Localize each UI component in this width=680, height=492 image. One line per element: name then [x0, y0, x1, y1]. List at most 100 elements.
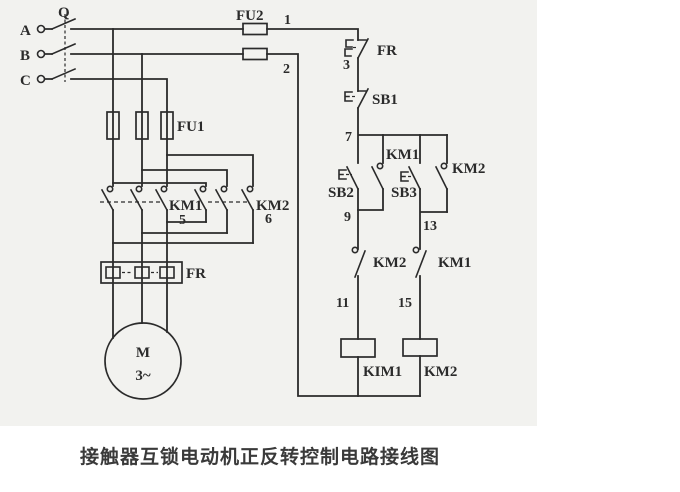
- sb2-forward-button: [338, 165, 360, 191]
- label-km2-aux: KM2: [452, 161, 485, 177]
- phase-c-line: [70, 78, 168, 187]
- km2-aux-contact: [434, 162, 449, 191]
- label-node-11: 11: [336, 296, 349, 311]
- km2-contact-circle: [220, 185, 228, 193]
- km1-aux-circle: [376, 162, 384, 170]
- fr-nc-contact: [344, 37, 370, 60]
- phase-a-line: [70, 28, 359, 41]
- switch-blades: [50, 17, 77, 81]
- terminal-a: [36, 24, 46, 34]
- label-motor-type: 3~: [135, 368, 151, 384]
- sb1-stop-button: [344, 87, 370, 110]
- km2-output-stubs: [205, 209, 254, 244]
- label-switch-q: Q: [58, 5, 70, 21]
- sb2-blade: [345, 165, 360, 191]
- km1-nc-circle: [412, 246, 420, 254]
- label-fr-ctrl: FR: [377, 43, 397, 59]
- phase-b-line-and-wire2: [70, 53, 421, 397]
- label-node-15: 15: [398, 296, 412, 311]
- supply-stubs: [44, 28, 53, 80]
- fr-housing: [100, 261, 183, 284]
- motor-m: [104, 322, 182, 400]
- km1-nc-blade: [414, 249, 428, 279]
- sb3-blade: [407, 165, 422, 191]
- label-node-7: 7: [345, 130, 352, 145]
- fu1-fuse-3: [160, 111, 174, 140]
- sb2-pushbutton-icon: [338, 169, 347, 180]
- label-km2-interlock: KM2: [373, 255, 406, 271]
- label-coil-1: KIM1: [363, 364, 402, 380]
- control-right-rail: [419, 134, 448, 397]
- km2-coil: [402, 338, 438, 357]
- label-km1-aux: KM1: [386, 147, 419, 163]
- terminal-b: [36, 49, 46, 59]
- label-node-13: 13: [423, 219, 437, 234]
- km1-aux-blade: [370, 165, 385, 191]
- control-wires: [357, 57, 448, 397]
- label-km1-interlock: KM1: [438, 255, 471, 271]
- label-fu2: FU2: [236, 8, 264, 24]
- label-node-3: 3: [343, 58, 350, 73]
- label-sb3: SB3: [391, 185, 417, 201]
- fr-heater-3: [159, 266, 175, 279]
- km2-interlock-contact: [351, 246, 367, 279]
- fr-nc-blade: [356, 37, 370, 60]
- phase-drops: [112, 28, 143, 187]
- km1-aux-branch: [357, 134, 384, 211]
- fu2-fuse-1: [242, 22, 268, 36]
- control-left-rail: [357, 57, 448, 397]
- label-phase-c: C: [20, 73, 31, 89]
- label-fr-main: FR: [186, 266, 206, 282]
- fu1-fuse-1: [106, 111, 120, 140]
- km1-contact-circle: [135, 185, 143, 193]
- motor-feed-lines: [112, 209, 168, 339]
- contactor-coils: [340, 338, 438, 358]
- fu2-fuse-2: [242, 47, 268, 61]
- motor-circle: [104, 322, 182, 400]
- label-km1-main: KM1: [169, 198, 202, 214]
- label-sb2: SB2: [328, 185, 354, 201]
- main-switch-q: [50, 14, 77, 82]
- sb3-reverse-button: [400, 165, 422, 191]
- label-km2-num: 6: [265, 212, 272, 227]
- label-wire-1: 1: [284, 13, 291, 28]
- fuse-fu2: [242, 22, 268, 61]
- label-fu1: FU1: [177, 119, 205, 135]
- power-wires: [70, 28, 421, 397]
- label-motor-m: M: [136, 345, 150, 361]
- thermal-relay-fr: [100, 261, 183, 284]
- scanned-paper: [0, 0, 537, 426]
- km2-nc-blade: [353, 249, 367, 279]
- output-crossover: [112, 221, 254, 244]
- km1-main-contacts: [100, 185, 169, 212]
- km1-coil: [340, 338, 376, 358]
- label-coil-2: KM2: [424, 364, 457, 380]
- three-phase-supply: [36, 24, 53, 84]
- label-phase-a: A: [20, 23, 31, 39]
- sb1-pushbutton-icon: [344, 91, 353, 102]
- diagram-caption: 接触器互锁电动机正反转控制电路接线图: [80, 447, 441, 468]
- fr-heater-1: [105, 266, 121, 279]
- label-phase-b: B: [20, 48, 30, 64]
- fuse-fu1: [106, 111, 174, 140]
- sb3-pushbutton-icon: [400, 171, 409, 182]
- km1-contact-circle: [160, 185, 168, 193]
- label-wire-2: 2: [283, 62, 290, 77]
- km1-contact-blades: [100, 188, 169, 212]
- km1-aux-contact: [370, 162, 385, 191]
- km2-aux-circle: [440, 162, 448, 170]
- terminal-c: [36, 74, 46, 84]
- label-sb1: SB1: [372, 92, 398, 108]
- label-km2-main: KM2: [256, 198, 289, 214]
- sb1-blade: [356, 87, 370, 110]
- km2-contact-circle: [199, 185, 207, 193]
- km2-aux-blade: [434, 165, 449, 191]
- km1-interlock-contact: [412, 246, 428, 279]
- km1-contact-circle: [106, 185, 114, 193]
- km2-nc-circle: [351, 246, 359, 254]
- fr-heater-2: [134, 266, 150, 279]
- km2-contact-circle: [246, 185, 254, 193]
- label-node-9: 9: [344, 210, 351, 225]
- km2-contact-blades: [193, 188, 255, 212]
